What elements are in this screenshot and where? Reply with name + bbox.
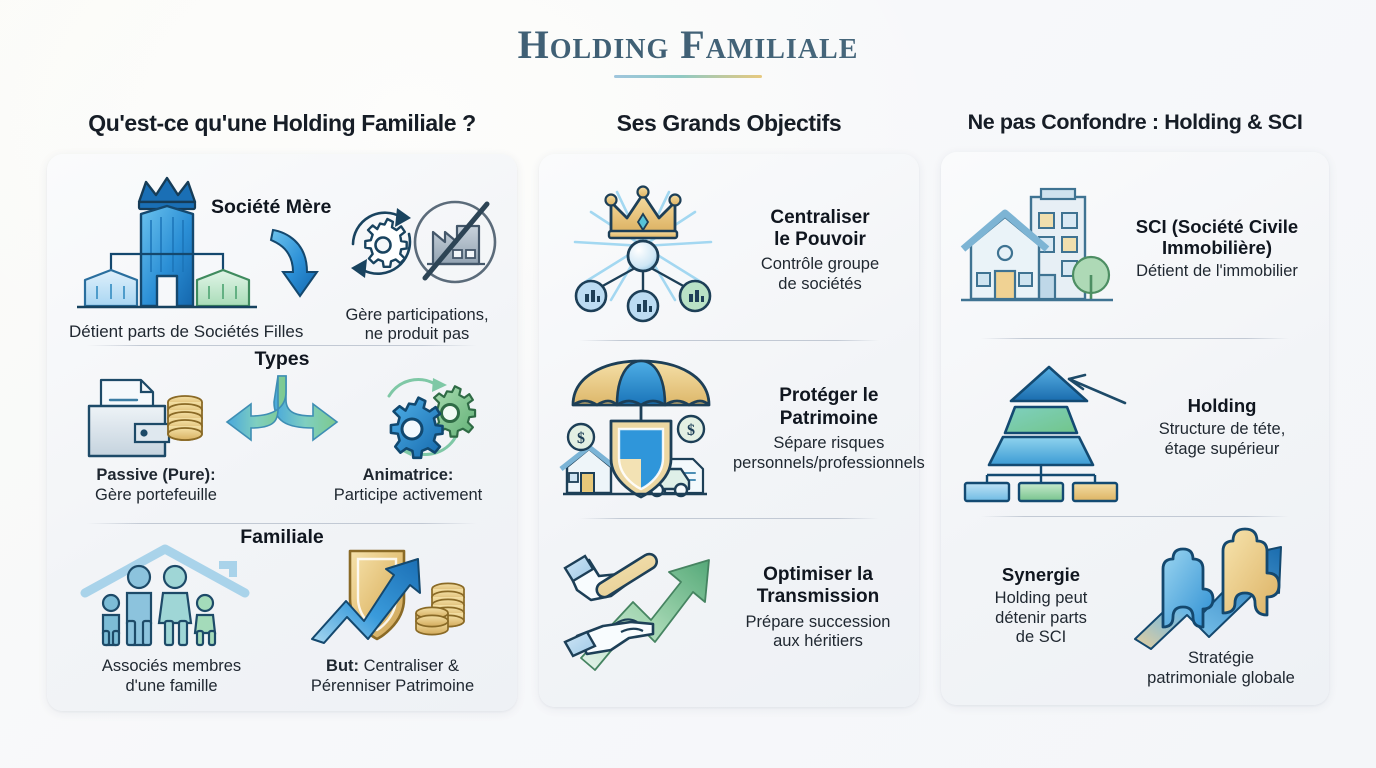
passive-illustration bbox=[67, 372, 217, 464]
holding-subtitle: Structure de téte, étage supérieur bbox=[1158, 420, 1286, 458]
animatrice-illustration bbox=[347, 372, 497, 464]
page-title: Holding Familiale bbox=[0, 24, 1376, 66]
centraliser-text: Centraliser le Pouvoir Contrôle groupe d… bbox=[737, 207, 903, 295]
centraliser-title: Centraliser le Pouvoir bbox=[770, 206, 870, 251]
familiale-right-caption: But: Centraliser & Pérenniser Patrimoine bbox=[310, 656, 475, 695]
column-3-heading: Ne pas Confondre : Holding & SCI bbox=[967, 110, 1303, 134]
family-house-icon bbox=[80, 544, 250, 647]
svg-text:$: $ bbox=[577, 430, 585, 447]
page-header: Holding Familiale bbox=[0, 24, 1376, 78]
synergie-illustration: Stratégie patrimoniale globale bbox=[1129, 523, 1313, 689]
objective-optimiser: Optimiser la Transmission Prépare succes… bbox=[553, 519, 905, 697]
optimiser-title: Optimiser la Transmission bbox=[756, 564, 880, 608]
caption-gere-participations: Gère participations, ne produit pas bbox=[345, 306, 489, 344]
proteger-title: Protéger le Patrimoine bbox=[779, 385, 879, 429]
optimiser-subtitle: Prépare succession aux héritiers bbox=[745, 612, 891, 651]
divider-3 bbox=[579, 339, 879, 341]
sci-subtitle: Détient de l'immobilier bbox=[1136, 262, 1298, 281]
hands-baton-icon bbox=[563, 552, 710, 672]
puzzle-arrow-icon bbox=[1134, 527, 1282, 651]
shield-growth-illustration: But: Centraliser & Pérenniser Patrimoine bbox=[290, 543, 495, 697]
synergie-caption: Stratégie patrimoniale globale bbox=[1147, 649, 1295, 688]
branching-arrow-illustration bbox=[221, 372, 343, 464]
gere-participations-illustration: Gère participations, ne produit pas bbox=[333, 168, 501, 345]
sci-illustration bbox=[957, 183, 1117, 315]
item-holding: Holding Structure de téte, étage supérie… bbox=[955, 339, 1315, 517]
split-arrow-icon bbox=[225, 375, 339, 442]
umbrella-shield-icon: $ $ bbox=[559, 359, 711, 498]
centraliser-illustration bbox=[555, 176, 731, 326]
familiale-title: Familiale bbox=[240, 525, 324, 548]
section-types: Types bbox=[61, 346, 503, 523]
section-familiale: Familiale bbox=[61, 524, 503, 701]
proteger-text: Protéger le Patrimoine Sépare risques pe… bbox=[733, 385, 925, 473]
holding-text: Holding Structure de téte, étage supérie… bbox=[1131, 395, 1313, 459]
item-synergie: Synergie Holding peut détenir parts de S… bbox=[955, 517, 1315, 695]
optimiser-text: Optimiser la Transmission Prépare succes… bbox=[733, 564, 903, 652]
proteger-illustration: $ $ bbox=[555, 355, 727, 505]
synergie-title: Synergie bbox=[1001, 564, 1081, 586]
pyramid-hierarchy-icon bbox=[963, 365, 1127, 502]
card-holding-vs-sci: SCI (Société Civile Immobilière) Détient… bbox=[941, 152, 1329, 705]
svg-text:$: $ bbox=[687, 422, 695, 439]
holding-structure-illustration: Société Mère bbox=[61, 168, 333, 342]
societe-mere-label: Société Mère bbox=[211, 196, 332, 218]
card-what-is: Société Mère bbox=[47, 154, 517, 711]
types-title: Types bbox=[254, 347, 310, 370]
passive-caption: Passive (Pure): Gère portefeuille bbox=[95, 465, 217, 504]
divider-2 bbox=[87, 522, 477, 524]
objective-centraliser: Centraliser le Pouvoir Contrôle groupe d… bbox=[553, 162, 905, 340]
holding-illustration bbox=[957, 357, 1127, 502]
card-objectifs: Centraliser le Pouvoir Contrôle groupe d… bbox=[539, 154, 925, 707]
section-societe-mere: Société Mère bbox=[61, 162, 503, 345]
divider-5 bbox=[981, 337, 1289, 339]
column-1-heading: Qu'est-ce qu'une Holding Familiale ? bbox=[88, 110, 476, 136]
column-holding-vs-sci: Ne pas Confondre : Holding & SCI bbox=[941, 110, 1329, 705]
divider-1 bbox=[87, 344, 477, 346]
animatrice-caption: Animatrice: Participe activement bbox=[333, 465, 483, 504]
shield-arrow-coins-icon bbox=[311, 549, 465, 644]
gear-factory-crossed-icon bbox=[351, 200, 497, 284]
columns-container: Qu'est-ce qu'une Holding Familiale ? Soc… bbox=[0, 110, 1376, 768]
centraliser-subtitle: Contrôle groupe de sociétés bbox=[760, 255, 880, 294]
column-objectifs: Ses Grands Objectifs bbox=[539, 110, 925, 707]
caption-detient-parts: Détient parts de Sociétés Filles bbox=[69, 322, 304, 341]
family-illustration: Associés membres d'une famille bbox=[69, 543, 274, 697]
objective-proteger: $ $ Protéger le Patrimoine Sépare risque… bbox=[553, 341, 925, 519]
crowned-building-icon bbox=[77, 176, 319, 309]
synergie-subtitle: Holding peut détenir parts de SCI bbox=[994, 588, 1088, 647]
divider-6 bbox=[981, 516, 1289, 518]
crown-network-icon bbox=[573, 185, 713, 323]
gears-icon bbox=[387, 377, 477, 460]
column-2-heading: Ses Grands Objectifs bbox=[616, 110, 842, 136]
holding-title: Holding bbox=[1187, 395, 1257, 417]
wallet-coins-icon bbox=[87, 378, 203, 458]
proteger-subtitle: Sépare risques personnels/professionnels bbox=[733, 433, 925, 472]
synergie-text: Synergie Holding peut détenir parts de S… bbox=[957, 564, 1125, 648]
buildings-tree-icon bbox=[960, 187, 1113, 302]
column-what-is: Qu'est-ce qu'une Holding Familiale ? Soc… bbox=[47, 110, 517, 711]
divider-4 bbox=[579, 518, 879, 520]
familiale-left-caption: Associés membres d'une famille bbox=[101, 656, 242, 695]
optimiser-illustration bbox=[555, 538, 727, 678]
title-underline-rule bbox=[614, 75, 762, 78]
sci-title: SCI (Société Civile Immobilière) bbox=[1135, 215, 1299, 259]
item-sci: SCI (Société Civile Immobilière) Détient… bbox=[955, 160, 1315, 338]
sci-text: SCI (Société Civile Immobilière) Détient… bbox=[1121, 216, 1313, 282]
